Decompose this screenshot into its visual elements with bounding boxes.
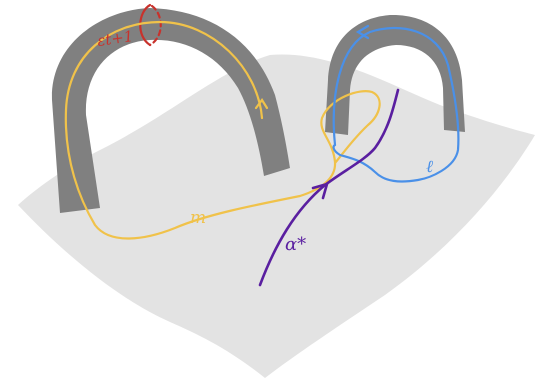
purple-arrow-head [311, 182, 329, 200]
blue-arrow-head [355, 24, 370, 40]
yellow-curve-m [64, 20, 381, 240]
right-handle [325, 14, 465, 135]
surface-sheet [18, 54, 535, 378]
purple-curve-alpha [258, 88, 400, 287]
label-epsilon: εt+1 [96, 27, 134, 50]
label-m: m [190, 208, 206, 228]
label-alpha: α* [285, 234, 306, 255]
label-ell: ℓ [426, 157, 433, 177]
red-meridian-back-dashed [148, 4, 162, 47]
left-handle [51, 8, 291, 213]
yellow-arrow-head [254, 98, 269, 110]
blue-curve-ell [332, 26, 460, 183]
